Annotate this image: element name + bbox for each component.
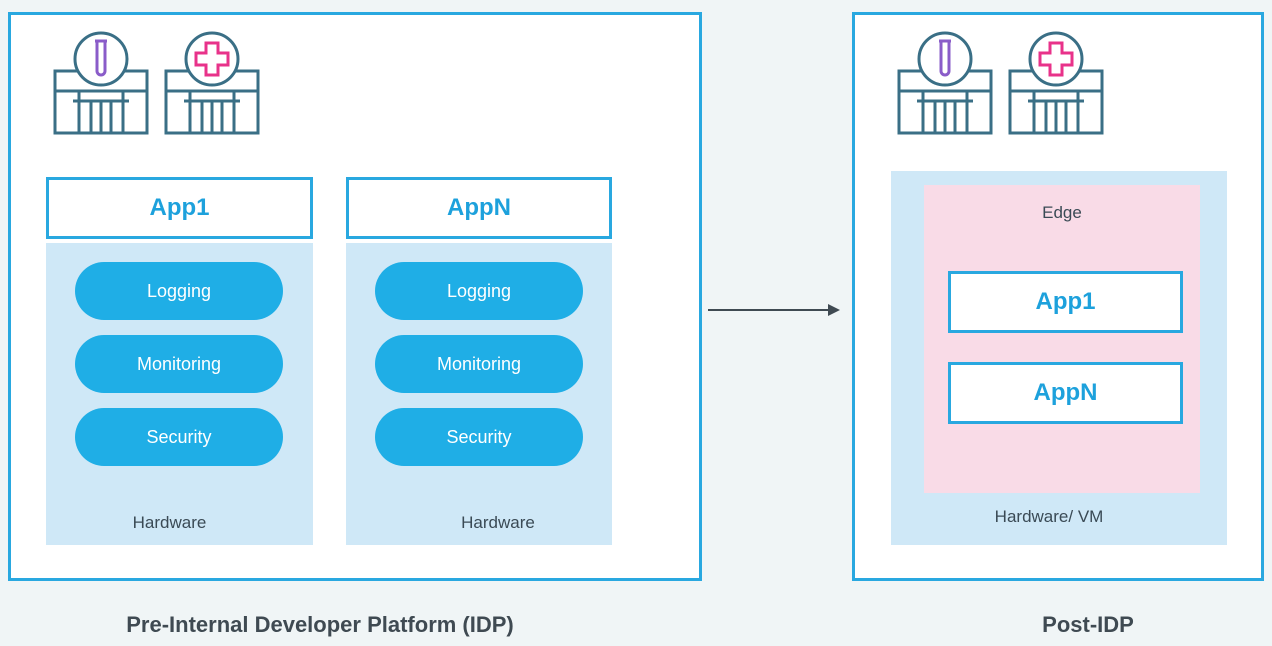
edge-block: Edge App1 AppN [924,185,1200,493]
hardware-block-1: Logging Monitoring Security Hardware [46,243,313,545]
hospital-building-icon [164,31,260,135]
transition-arrow [708,304,840,316]
hardware-vm-label: Hardware/ VM [994,507,1104,526]
hardware-label: Hardware [461,513,535,532]
pre-idp-caption: Pre-Internal Developer Platform (IDP) [126,612,514,637]
lab-building-icon [897,31,993,135]
app1-label: App1 [1035,288,1096,315]
post-idp-frame: Edge App1 AppN Hardware/ VM [852,12,1264,581]
post-idp-caption: Post-IDP [1042,612,1134,637]
security-pill: Security [375,408,583,466]
lab-building-icon [53,31,149,135]
hospital-building-icon [1008,31,1104,135]
app1-label: App1 [149,194,210,221]
hardware-block-n: Logging Monitoring Security Hardware [346,243,612,545]
edge-label: Edge [1042,203,1082,222]
appn-label: AppN [447,194,511,221]
app1-box: App1 [948,271,1183,333]
pre-idp-frame: App1 Logging Monitoring Security Hardwar… [8,12,702,581]
monitoring-pill: Monitoring [375,335,583,393]
appn-label: AppN [1033,379,1098,406]
logging-pill: Logging [75,262,283,320]
monitoring-pill: Monitoring [75,335,283,393]
appn-box: AppN [346,177,612,239]
logging-pill: Logging [375,262,583,320]
hardware-label: Hardware [132,513,207,532]
security-pill: Security [75,408,283,466]
hardware-vm-block: Edge App1 AppN Hardware/ VM [891,171,1227,545]
app1-box: App1 [46,177,313,239]
appn-box: AppN [948,362,1183,424]
